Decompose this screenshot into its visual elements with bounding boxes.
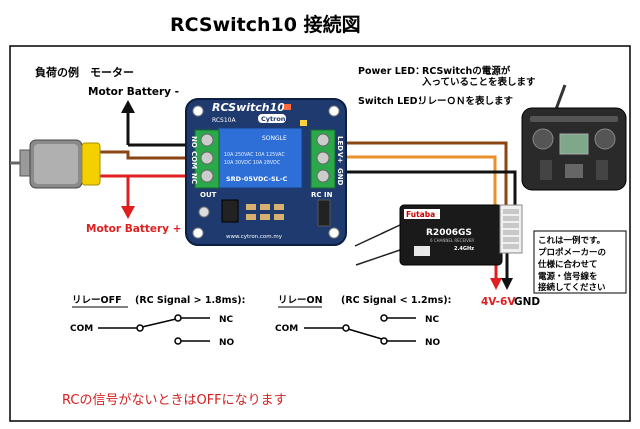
arrow-supply-gnd-icon [501,278,513,290]
switch-led-desc: リレーＯＮを表します [418,95,514,107]
power-led-desc-2: 入っていることを表します [421,76,536,88]
note-line-4: 電源・信号線を [538,271,598,282]
relay-off-title: リレーOFF [72,295,122,306]
relay-on-condition: (RC Signal < 1.2ms): [341,295,451,306]
receiver-band: 2.4GHz [454,246,474,252]
diagram-border [9,45,631,422]
wire-motor-com [100,150,195,160]
board-model: RCS10A [212,117,237,124]
relay-off-nc: NC [219,315,234,325]
gnd-label: GND [514,296,540,308]
pin-no: NO [190,136,198,148]
wire-vplus [340,155,497,212]
receiver-brand: Futaba [406,210,435,219]
power-led [284,104,291,110]
relay-spec-2: 10A 30VDC 10A 28VDC [224,160,281,166]
relay-off-schematic: リレーOFF (RC Signal > 1.8ms): COM NC NO [70,295,245,348]
power-led-desc-1: RCSwitchの電源が [422,65,511,77]
note-box: これは一例です。 プロポメーカーの 仕様に合わせて 電源・信号線を 接続してくだ… [533,230,627,294]
relay-brand: SONGLE [262,135,287,142]
voltage-label: 4V-6V [481,296,516,308]
relay-spec-1: 10A 250VAC 10A 125VAC [224,152,285,158]
pin-vplus: V+ [336,152,344,163]
note-line-3: 仕様に合わせて [537,259,598,270]
note-line-2: プロポメーカーの [538,247,606,258]
wire-led-signal [340,141,508,212]
relay-part: SRD-05VDC-SL-C [226,175,288,183]
board-brand: Cytron [261,115,286,123]
power-led-label: Power LED： [358,66,425,77]
rcin-label: RC IN [311,191,333,199]
motor-battery-neg-label: Motor Battery - [88,86,179,98]
relay-on-title: リレーON [278,295,323,306]
wire-gnd [340,170,517,212]
relay-on-no: NO [425,338,441,348]
out-label: OUT [200,191,217,199]
transmitter-icon [521,84,627,191]
note-line-5: 接続してください [538,282,606,293]
capacitor [198,206,210,218]
relay-off-com: COM [70,324,93,334]
load-example-label: 負荷の例 モーター [35,65,134,79]
pin-gnd: GND [336,168,344,186]
ic-chip [221,199,239,223]
footer-note: RCの信号がないときはOFFになります [62,393,287,408]
motor-battery-pos-label: Motor Battery + [86,223,181,235]
pin-led: LED [336,136,344,151]
pin-com: COM [190,151,198,169]
rcswitch-board: RCSwitch10 RCS10A Cytron SONGLE 10A 250V… [185,98,347,246]
switch-led [300,120,307,126]
diagram-title: RCSwitch10 接続図 [170,13,361,36]
relay-on-nc: NC [425,315,440,325]
pin-nc: NC [190,173,198,184]
motor-icon [10,139,101,189]
note-line-1: これは一例です。 [538,235,605,246]
board-name: RCSwitch10 [212,101,285,114]
relay-off-no: NO [219,338,235,348]
relay-off-condition: (RC Signal > 1.8ms): [135,295,245,306]
relay-on-com: COM [275,324,298,334]
relay-on-schematic: リレーON (RC Signal < 1.2ms): COM NC NO [275,295,451,348]
receiver-sub: 6 CHANNEL RECEIVER [430,238,474,243]
receiver-model: R2006GS [426,228,472,238]
switch-led-label: Switch LED： [358,96,427,107]
board-url: www.cytron.com.my [226,234,283,240]
arrow-down-icon [121,206,135,219]
arrow-supply-pos-icon [490,278,502,290]
arrow-up-icon [121,100,135,113]
receiver-icon: Futaba R2006GS 6 CHANNEL RECEIVER 2.4GHz [354,204,523,266]
rc-header [317,199,331,227]
